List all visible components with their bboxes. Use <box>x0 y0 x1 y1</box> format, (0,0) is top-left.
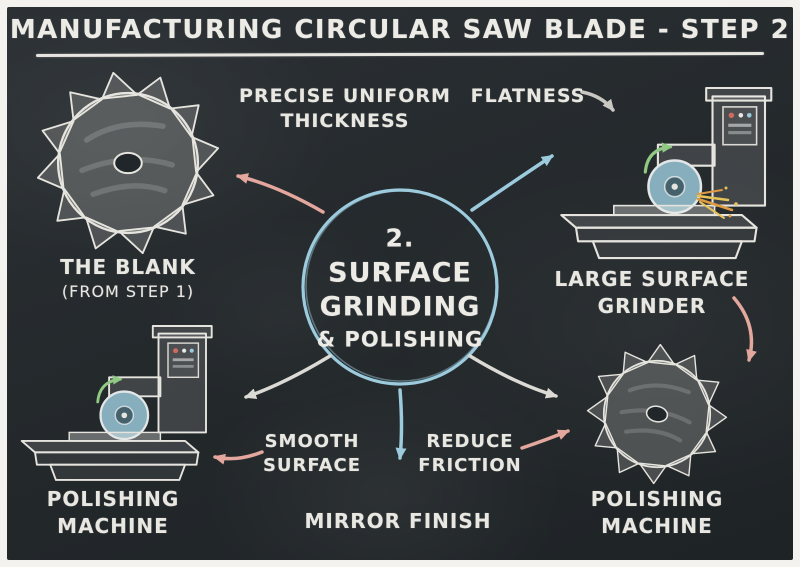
item-label-line: LARGE SURFACE <box>554 267 750 291</box>
arrow-circle-to-mirror-finish <box>395 388 407 460</box>
annotation-line: FLATNESS <box>470 85 586 107</box>
annotation-line: PRECISE UNIFORM <box>239 85 451 107</box>
step-title-line1: SURFACE <box>328 257 472 289</box>
annotation-line: SMOOTH <box>264 431 360 452</box>
arrow-circle-to-grinder <box>470 154 554 212</box>
annotation-reduce-friction: REDUCE FRICTION <box>418 430 521 478</box>
item-label-line: (FROM STEP 1) <box>61 281 195 301</box>
diagram-title: MANUFACTURING CIRCULAR SAW BLADE - STEP … <box>9 15 791 45</box>
annotation-mirror-finish: MIRROR FINISH <box>305 508 492 535</box>
surface-grinder-illustration <box>561 88 771 258</box>
arrow-reduce-friction-to-blade <box>520 429 570 450</box>
annotation-line: THICKNESS <box>280 110 410 133</box>
arrow-grinder-to-polished-blade <box>732 296 757 362</box>
item-label-line: THE BLANK <box>60 255 196 279</box>
annotation-line: FRICTION <box>418 455 522 477</box>
item-label-line: POLISHING <box>590 487 724 511</box>
step-title-line2: GRINDING <box>319 291 481 322</box>
label-the-blank: THE BLANK (FROM STEP 1) <box>60 254 196 302</box>
center-step-node: 2. SURFACE GRINDING & POLISHING <box>317 223 483 351</box>
arrow-flatness-to-grinder <box>580 90 615 112</box>
step-number: 2. <box>385 223 415 253</box>
step-title-line3: & POLISHING <box>316 326 484 351</box>
annotation-smooth-surface: SMOOTH SURFACE <box>263 430 361 478</box>
arrow-circle-to-blade-right <box>468 354 558 399</box>
polished-saw-blade-illustration <box>575 332 739 496</box>
item-label-line: GRINDER <box>597 293 707 318</box>
saw-blade-blank-illustration <box>37 72 219 254</box>
annotation-line: REDUCE <box>426 431 514 452</box>
arrow-circle-to-blank <box>236 173 325 214</box>
arrow-smooth-surface-to-polisher <box>213 450 264 465</box>
item-label-line: POLISHING <box>46 487 180 511</box>
annotation-line: SURFACE <box>262 455 362 477</box>
annotation-line: MIRROR FINISH <box>304 509 492 533</box>
center-circle-outline <box>301 188 499 386</box>
annotation-precise-thickness: PRECISE UNIFORM THICKNESS <box>239 84 451 135</box>
label-polishing-machine-left: POLISHING MACHINE <box>47 486 180 540</box>
item-label-line: MACHINE <box>601 513 713 538</box>
label-large-surface-grinder: LARGE SURFACE GRINDER <box>555 266 750 320</box>
label-polishing-machine-right: POLISHING MACHINE <box>591 486 724 540</box>
item-label-line: MACHINE <box>57 513 169 538</box>
annotation-flatness: FLATNESS <box>471 84 586 109</box>
arrow-circle-to-polisher-left <box>244 354 332 399</box>
polishing-machine-illustration <box>22 326 212 480</box>
